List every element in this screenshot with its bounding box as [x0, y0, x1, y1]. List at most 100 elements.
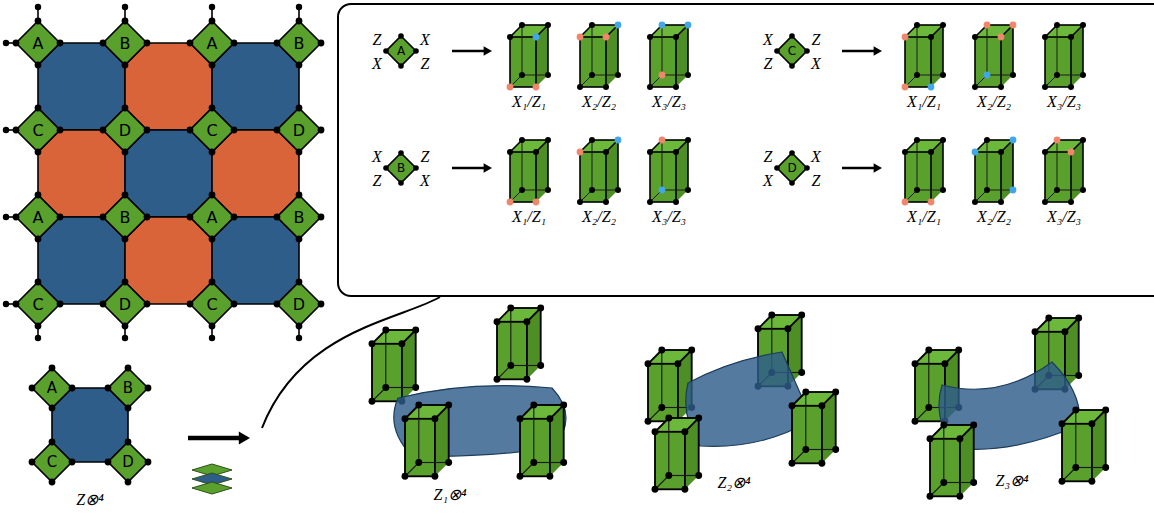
qubit-dot	[928, 84, 935, 91]
stroke	[592, 140, 593, 190]
qubit-dot	[589, 137, 595, 143]
stroke	[1070, 37, 1072, 87]
pauli-label: X₂/Z₂	[582, 93, 616, 111]
qubit-dot	[818, 402, 825, 409]
qubit-dot	[3, 127, 9, 133]
sublattice-letter: D	[787, 161, 796, 175]
pauli-label: X₂/Z₂	[582, 208, 616, 226]
qubit-dot	[382, 327, 389, 334]
qubit-dot	[695, 472, 702, 479]
pauli-label: Z	[421, 148, 430, 166]
stroke	[580, 201, 606, 203]
text-wrap: B	[277, 21, 321, 65]
qubit-dot	[972, 34, 978, 40]
pauli-label: X₃/Z₃	[1047, 93, 1081, 111]
qubit-dot	[1045, 315, 1052, 322]
sublattice-letter: B	[397, 161, 405, 175]
qubit-dot	[100, 40, 107, 47]
qubit-dot	[802, 446, 809, 453]
qubit-dot	[125, 439, 132, 446]
stroke	[792, 406, 822, 464]
stroke	[550, 405, 564, 476]
stroke	[418, 405, 419, 463]
sublattice-letter: C	[32, 295, 43, 314]
qubit-dot	[984, 22, 991, 29]
stabilizer-diamond: A	[190, 21, 234, 65]
qubit-dot	[798, 312, 805, 319]
qubit-dot	[369, 398, 376, 405]
pauli-label: Z	[812, 172, 821, 190]
cube	[902, 137, 946, 205]
text-wrap: B	[103, 21, 147, 65]
stroke	[510, 36, 536, 38]
sublattice-letter: B	[294, 34, 305, 53]
pauli-label: Z	[812, 31, 821, 49]
cube	[652, 415, 703, 493]
stroke	[792, 462, 822, 464]
stroke	[650, 86, 676, 88]
qubit-dot	[972, 199, 978, 205]
qubit-dot	[209, 62, 216, 69]
qubit-dot	[914, 187, 920, 193]
stroke	[930, 438, 960, 440]
qubit-dot	[29, 459, 36, 466]
diamond-shape	[103, 282, 147, 326]
stroke	[520, 418, 550, 420]
qubit-dot	[415, 402, 422, 409]
qubit-dot	[955, 347, 962, 354]
sublattice-letter: A	[33, 34, 44, 53]
qubit-dot	[398, 63, 404, 69]
qubit-dot	[832, 446, 839, 453]
qubit-dot	[412, 327, 419, 334]
qubit-dot	[209, 149, 216, 156]
stroke	[592, 24, 618, 26]
qubit-dot	[507, 149, 513, 155]
stroke	[687, 140, 689, 190]
cube	[517, 402, 568, 480]
qubit-dot	[928, 34, 934, 40]
stroke	[959, 439, 961, 497]
qubit-dot	[673, 84, 679, 90]
pauli-label: X	[420, 31, 430, 49]
stroke	[1062, 480, 1092, 482]
qubit-dot	[231, 301, 238, 308]
sublattice-letter: D	[119, 295, 131, 314]
qubit-dot	[57, 301, 64, 308]
qubit-dot	[209, 192, 216, 199]
qubit-dot	[545, 187, 551, 193]
plaquette	[38, 217, 125, 304]
stroke	[579, 37, 581, 87]
stroke	[662, 24, 688, 26]
qubit-dot	[1088, 420, 1095, 427]
pauli-label: X₂/Z₂	[977, 93, 1011, 111]
stroke	[386, 329, 416, 331]
qubit-dot	[122, 279, 129, 286]
qubit-dot	[1054, 137, 1061, 144]
qubit-dot	[187, 127, 194, 134]
qubit-dot	[296, 192, 303, 199]
pauli-label: X₂/Z₂	[977, 208, 1011, 226]
stroke	[791, 406, 793, 464]
stroke	[650, 151, 676, 153]
qubit-dot	[925, 404, 932, 411]
stroke	[987, 24, 1013, 26]
qubit-dot	[1080, 137, 1086, 143]
qubit-dot	[209, 323, 216, 330]
stabilizer-diamond: D	[277, 282, 321, 326]
cube	[402, 402, 453, 480]
pauli-label: X	[811, 55, 821, 73]
qubit-dot	[659, 187, 666, 194]
qubit-dot	[545, 137, 551, 143]
stroke	[675, 152, 677, 202]
diamond-shape	[108, 442, 148, 482]
qubit-dot	[187, 214, 194, 221]
stroke	[821, 406, 823, 464]
qubit-dot	[818, 460, 825, 467]
stroke	[526, 322, 528, 380]
qubit-dot	[1010, 187, 1017, 194]
stabilizer-diamond: C	[16, 282, 60, 326]
qubit-dot	[652, 486, 659, 493]
stroke	[806, 391, 836, 393]
qubit-dot	[789, 460, 796, 467]
qubit-dot	[49, 439, 56, 446]
